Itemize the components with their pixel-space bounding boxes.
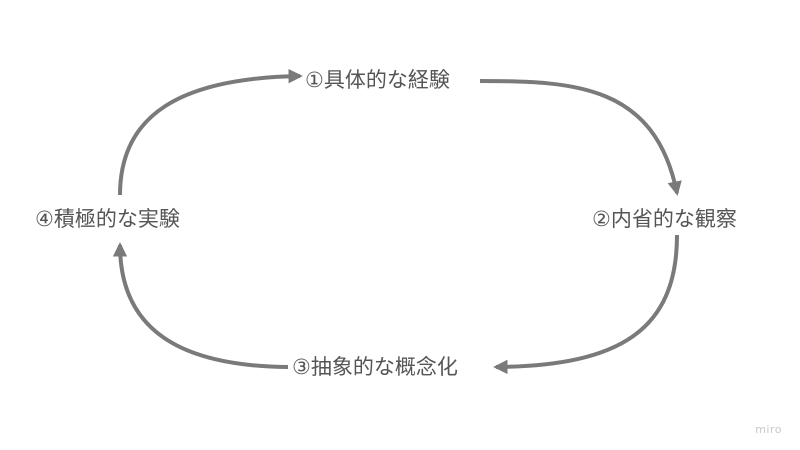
arrow-4-to-1: [118, 68, 303, 196]
node-reflective-observation: ②内省的な観察: [592, 207, 737, 231]
arrow-3-to-4: [112, 242, 289, 369]
node-concrete-experience: ①具体的な経験: [305, 68, 450, 92]
arrow-1-to-2: [479, 79, 682, 196]
node-abstract-conceptualization: ③抽象的な概念化: [292, 355, 458, 379]
arrow-2-to-3: [493, 234, 679, 375]
node-active-experimentation: ④積極的な実験: [35, 207, 180, 231]
miro-watermark: miro: [755, 423, 782, 436]
